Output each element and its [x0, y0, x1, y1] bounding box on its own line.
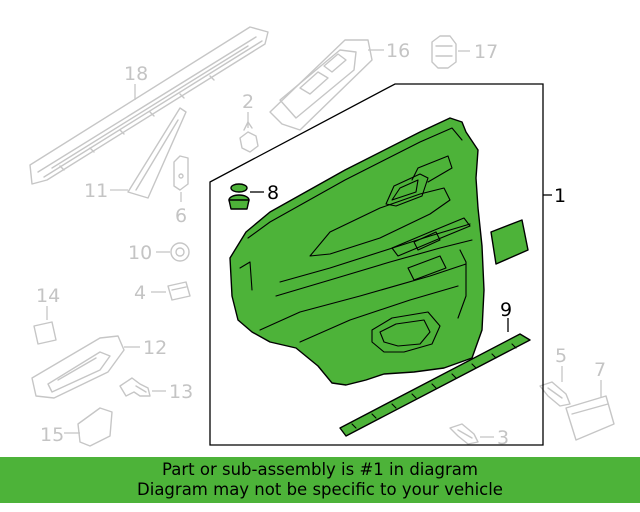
part-7-bracket[interactable] [565, 395, 615, 441]
info-banner: Part or sub-assembly is #1 in diagram Di… [0, 457, 640, 503]
part-17-clip[interactable] [431, 35, 457, 69]
callout-6: 6 [175, 205, 187, 227]
callout-15: 15 [40, 424, 64, 446]
part-door-pad[interactable] [490, 219, 529, 265]
callout-14: 14 [36, 285, 60, 307]
part-18-belt-molding[interactable] [29, 26, 269, 185]
part-14-plate[interactable] [33, 321, 57, 345]
part-3-screw[interactable] [449, 423, 479, 445]
callout-10: 10 [128, 242, 152, 264]
callout-7: 7 [594, 359, 606, 381]
part-16-switch-bezel[interactable] [269, 39, 373, 131]
callout-5: 5 [555, 345, 567, 367]
callout-17: 17 [474, 41, 498, 63]
callout-12: 12 [143, 337, 167, 359]
banner-line-1: Part or sub-assembly is #1 in diagram [162, 460, 478, 479]
callout-16: 16 [386, 40, 410, 62]
part-2-push-pin[interactable] [239, 121, 259, 153]
part-15-cover[interactable] [77, 407, 113, 447]
part-8-grommet[interactable] [228, 183, 250, 210]
assembly-frame [209, 83, 544, 446]
callout-11: 11 [84, 180, 108, 202]
part-4-clip[interactable] [167, 281, 191, 301]
callout-3: 3 [497, 427, 509, 449]
part-6-bracket[interactable] [173, 155, 189, 191]
callout-1: 1 [554, 185, 566, 207]
part-9-molding-strip[interactable] [339, 333, 531, 437]
part-10-plug[interactable] [170, 242, 190, 262]
part-1-door-trim-panel[interactable] [229, 117, 485, 386]
part-12-handle-bezel[interactable] [31, 335, 125, 399]
part-5-screw[interactable] [539, 381, 571, 407]
callout-18: 18 [124, 63, 148, 85]
banner-line-2: Diagram may not be specific to your vehi… [137, 480, 503, 499]
callout-8: 8 [267, 182, 279, 204]
part-13-screw[interactable] [119, 377, 151, 397]
callout-4: 4 [134, 282, 146, 304]
callout-13: 13 [169, 381, 193, 403]
callout-9: 9 [500, 299, 512, 321]
part-11-triangle-trim[interactable] [127, 107, 187, 199]
parts-diagram: 18 16 17 2 11 6 10 4 [29, 26, 615, 449]
callout-2: 2 [242, 91, 254, 113]
